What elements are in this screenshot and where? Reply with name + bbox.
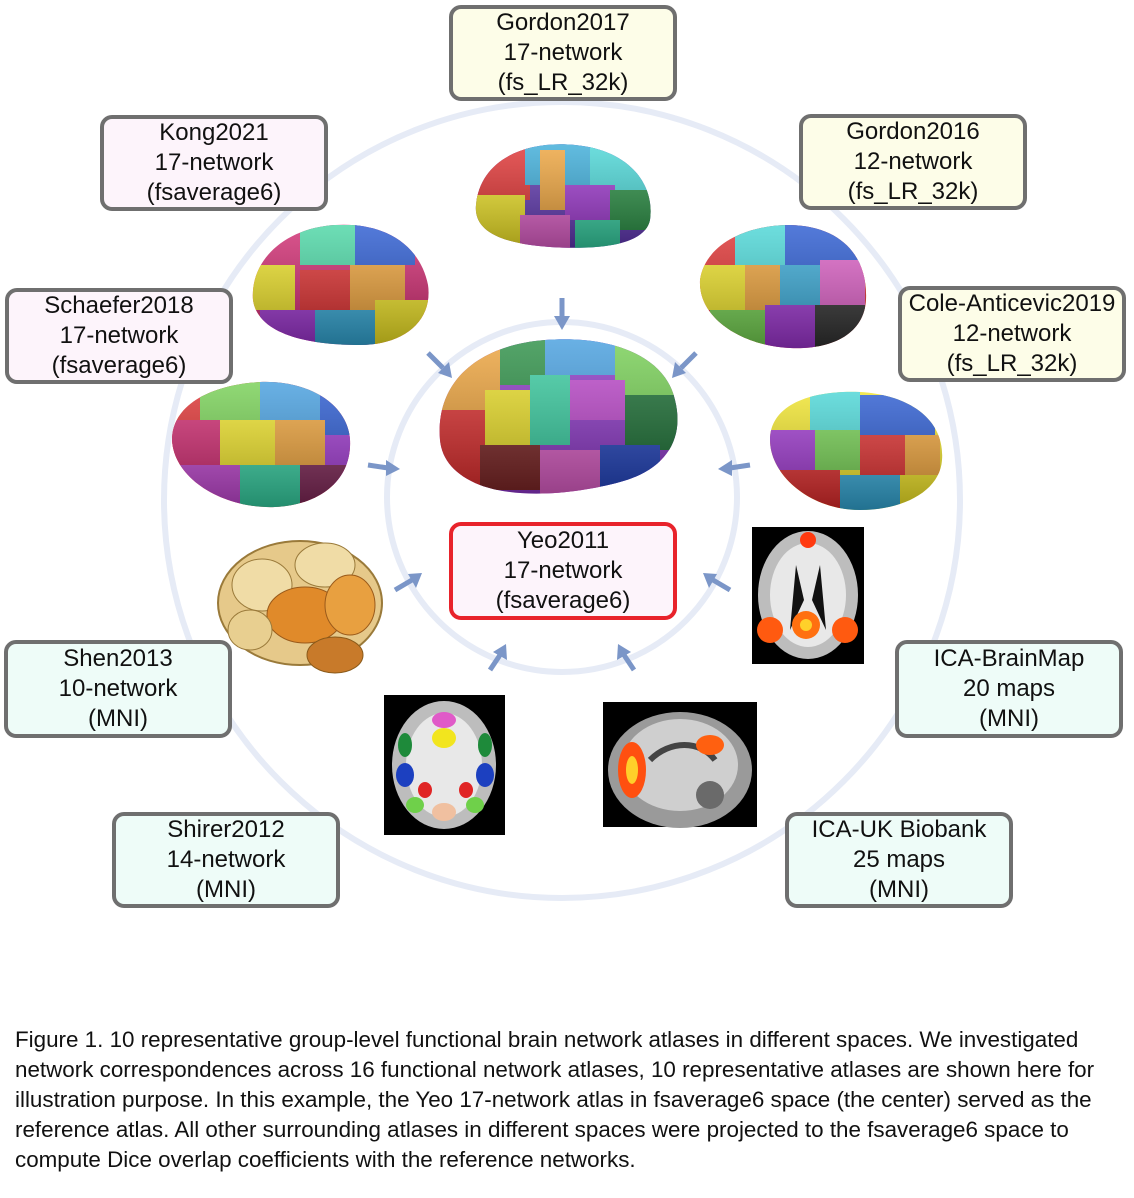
atlas-networks: 14-network	[166, 846, 286, 873]
atlas-name: Cole-Anticevic2019	[908, 290, 1116, 317]
atlas-name: Gordon2017	[496, 9, 630, 36]
cole-anticevic2019-label: Cole-Anticevic2019 12-network (fs_LR_32k…	[898, 286, 1126, 382]
outer-ring	[161, 99, 963, 901]
atlas-name: Kong2021	[159, 119, 269, 146]
atlas-space: (MNI)	[979, 705, 1039, 732]
atlas-name: Yeo2011	[516, 527, 610, 554]
gordon2016-label: Gordon2016 12-network (fs_LR_32k)	[799, 114, 1027, 210]
kong2021-label: Kong2021 17-network (fsaverage6)	[100, 115, 328, 211]
atlas-name: ICA-BrainMap	[933, 645, 1085, 672]
shen2013-brain-image	[217, 540, 383, 674]
gordon2017-label: Gordon2017 17-network (fs_LR_32k)	[449, 5, 677, 101]
atlas-space: (MNI)	[869, 876, 929, 903]
atlas-space: (MNI)	[88, 705, 148, 732]
atlas-space: (fs_LR_32k)	[497, 69, 629, 96]
yeo2011-brain-image	[439, 339, 678, 494]
kong2021-brain-image	[252, 224, 429, 345]
atlas-networks: 10-network	[58, 675, 178, 702]
ica-brainmap-label: ICA-BrainMap 20 maps (MNI)	[895, 640, 1123, 738]
atlas-name: Gordon2016	[846, 118, 980, 145]
gordon2017-brain-image	[475, 144, 651, 248]
shirer2012-label: Shirer2012 14-network (MNI)	[112, 812, 340, 908]
atlas-figure: Gordon2017 17-network (fs_LR_32k) Kong20…	[4, 5, 1126, 908]
atlas-networks: 25 maps	[852, 846, 946, 873]
atlas-name: Schaefer2018	[44, 292, 194, 319]
ica-ukbiobank-label: ICA-UK Biobank 25 maps (MNI)	[785, 812, 1013, 908]
ica-ukbiobank-slice-image	[603, 702, 757, 828]
figure-graphics	[161, 99, 963, 901]
schaefer2018-label: Schaefer2018 17-network (fsaverage6)	[5, 288, 233, 384]
atlas-space: (fs_LR_32k)	[847, 178, 979, 205]
atlas-networks: 17-network	[154, 149, 274, 176]
atlas-networks: 17-network	[503, 557, 623, 584]
atlas-networks: 12-network	[853, 148, 973, 175]
atlas-name: Shen2013	[63, 645, 173, 672]
atlas-networks: 20 maps	[962, 675, 1056, 702]
atlas-name: Shirer2012	[167, 816, 285, 843]
atlas-space: (fs_LR_32k)	[946, 350, 1078, 377]
cole-anticevic-brain-image	[770, 391, 943, 510]
ica-brainmap-slice-image	[752, 527, 864, 664]
atlas-space: (fsaverage6)	[51, 352, 187, 379]
atlas-networks: 17-network	[59, 322, 179, 349]
atlas-space: (fsaverage6)	[495, 587, 631, 614]
figure-caption: Figure 1. 10 representative group-level …	[15, 1027, 1095, 1173]
atlas-networks: 12-network	[952, 320, 1072, 347]
yeo2011-reference-label: Yeo2011 17-network (fsaverage6)	[449, 522, 677, 620]
atlas-space: (MNI)	[196, 876, 256, 903]
atlas-name: ICA-UK Biobank	[811, 816, 987, 843]
shirer2012-slice-image	[384, 695, 505, 835]
gordon2016-brain-image	[699, 225, 867, 349]
shen2013-label: Shen2013 10-network (MNI)	[4, 640, 232, 738]
atlas-networks: 17-network	[503, 39, 623, 66]
arrows	[367, 298, 751, 672]
schaefer2018-brain-image	[172, 381, 351, 508]
atlas-space: (fsaverage6)	[146, 179, 282, 206]
